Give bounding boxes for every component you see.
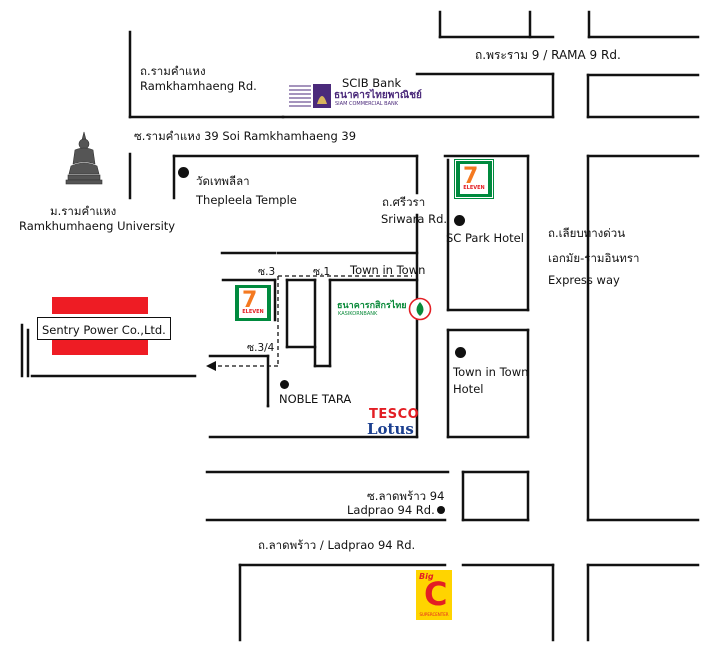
temple-label-en: Thepleela Temple [196, 193, 297, 207]
sentry-red-bar-bottom [52, 339, 148, 355]
university-label-en: Ramkhumhaeng University [19, 219, 176, 233]
bigc-logo-text: Big [419, 572, 434, 581]
tesco-logo-text: TESCO [369, 407, 420, 422]
town-in-town-road-label: Town in Town [350, 263, 426, 277]
bigc-logo-sub: SUPERCENTER [419, 612, 449, 617]
temple-label-th: วัดเทพลีลา [196, 174, 250, 188]
route-dashed [214, 275, 412, 367]
expressway-label-th2: เอกมัย-รามอินทรา [548, 251, 640, 265]
scib-logo: ธนาคารไทยพาณิชย์ SIAM COMMERCIAL BANK [289, 82, 422, 110]
noble-tara-label: NOBLE TARA [279, 392, 352, 406]
road-lines [20, 10, 700, 642]
ramkhamhaeng-road-label-th: ถ.รามคำแหง [140, 64, 206, 78]
noble-tara-marker-icon [280, 380, 289, 389]
soi39-road-label: ซ.รามคำแหง 39 Soi Ramkhamhaeng 39 [134, 129, 357, 143]
kbank-logo-sub: KASIKORNBANK [338, 311, 378, 317]
town-in-town-hotel-label-1: Town in Town [453, 365, 529, 379]
bigc-logo: Big C SUPERCENTER [416, 570, 452, 620]
rama9-road-label: ถ.พระราม 9 / RAMA 9 Rd. [475, 48, 621, 62]
temple-marker-icon [178, 167, 189, 178]
university-label-th: ม.รามคำแหง [50, 204, 117, 218]
ladprao-road-label: ถ.ลาดพร้าว / Ladprao 94 Rd. [258, 538, 416, 552]
ramkhamhaeng-road-label-en: Ramkhamhaeng Rd. [140, 79, 257, 93]
seven-eleven-logo-top: 7 ELEVEN [454, 159, 494, 199]
seven-eleven-text: ELEVEN [239, 309, 267, 316]
soi3-label: ซ.3 [258, 266, 276, 278]
seven-eleven-logo-center: 7 ELEVEN [235, 285, 271, 321]
town-in-town-hotel-marker-icon [455, 347, 466, 358]
expressway-label-en: Express way [548, 273, 620, 287]
kbank-leaf-icon [408, 297, 432, 321]
scib-bank-label: SCIB Bank [342, 76, 402, 90]
soi1-label: ซ.1 [313, 266, 331, 278]
ladprao94-label-en: Ladprao 94 Rd. [347, 503, 435, 517]
sriwara-road-label-th: ถ.ศรีวรา [382, 195, 426, 209]
expressway-label-th1: ถ.เลียบทางด่วน [548, 226, 626, 240]
scib-logo-sub: SIAM COMMERCIAL BANK [335, 101, 399, 107]
sc-park-hotel-marker-icon [454, 215, 465, 226]
university-emblem-icon [65, 131, 103, 185]
ladprao94-label-th: ซ.ลาดพร้าว 94 [367, 489, 445, 503]
sc-park-hotel-label: SC Park Hotel [446, 231, 524, 245]
route-arrow [206, 361, 216, 371]
soi34-label: ซ.3/4 [247, 342, 275, 354]
sentry-power-label: Sentry Power Co.,Ltd. [37, 317, 171, 340]
town-in-town-hotel-label-2: Hotel [453, 382, 484, 396]
ladprao94-marker-icon [437, 506, 445, 514]
sriwara-road-label-en: Sriwara Rd. [381, 212, 448, 226]
sentry-power-text: Sentry Power Co.,Ltd. [42, 323, 166, 337]
scib-logo-text: ธนาคารไทยพาณิชย์ [334, 90, 422, 101]
scib-stripes-icon [289, 84, 331, 108]
lotus-logo-text: Lotus [367, 420, 414, 438]
seven-eleven-text: ELEVEN [460, 185, 488, 192]
kbank-logo-text: ธนาคารกสิกรไทย [337, 301, 407, 311]
sentry-red-bar-top [52, 297, 148, 314]
